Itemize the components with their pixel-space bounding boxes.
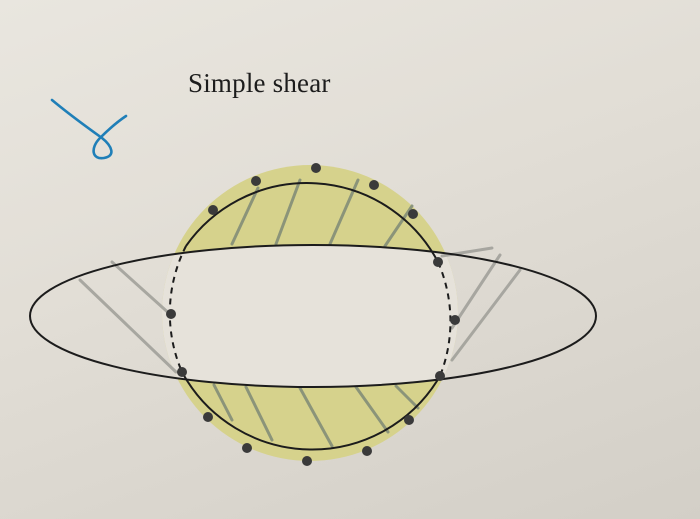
strain-ellipse (29, 244, 597, 388)
marker-point (311, 163, 321, 173)
marker-point (251, 176, 261, 186)
diagram-title: Simple shear (188, 68, 331, 98)
marker-point (166, 309, 176, 319)
circle-lower-arc (181, 371, 441, 451)
marker-point (203, 412, 213, 422)
circle-left-dashed-arc (168, 245, 187, 373)
marker-point (450, 315, 460, 325)
circle-upper-arc (185, 182, 439, 263)
circle-hatch-lines (212, 178, 420, 448)
marker-point (302, 456, 312, 466)
handwritten-gamma-mark (50, 98, 128, 160)
marker-point (177, 367, 187, 377)
marker-point (369, 180, 379, 190)
marker-point (362, 446, 372, 456)
marker-point (408, 209, 418, 219)
marker-point (242, 443, 252, 453)
marker-point (435, 371, 445, 381)
circle-marker-points (166, 163, 460, 466)
marker-point (208, 205, 218, 215)
marker-point (433, 257, 443, 267)
marker-point (404, 415, 414, 425)
